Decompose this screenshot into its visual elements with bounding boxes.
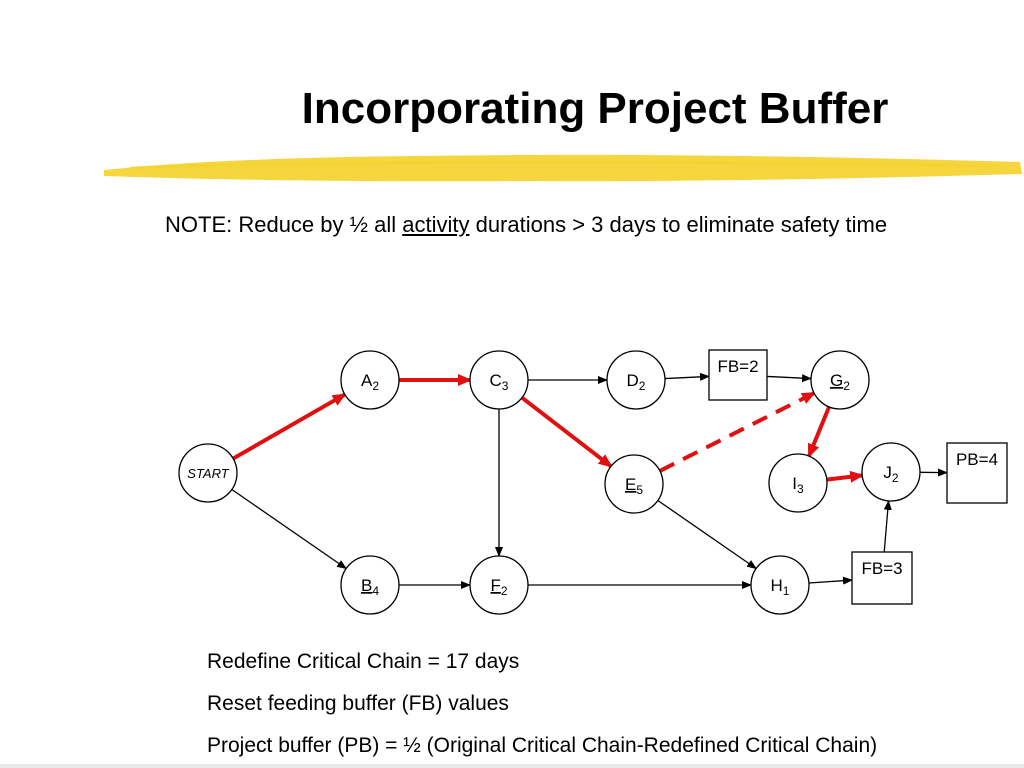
node-d-label: D2 xyxy=(627,371,646,393)
note-text: NOTE: Reduce by ½ all activity durations… xyxy=(165,212,887,238)
note-suffix: durations > 3 days to eliminate safety t… xyxy=(469,212,888,237)
edge-e-to-h xyxy=(657,499,757,570)
node-i: I3 xyxy=(768,453,828,513)
buffer-fb2: FB=3 xyxy=(851,551,913,605)
buffer-pb-label: PB=4 xyxy=(956,450,998,469)
edge-e-to-g xyxy=(658,391,816,473)
node-e-label: E5 xyxy=(625,475,643,497)
edge-h-to-fb2 xyxy=(808,576,853,585)
node-d: D2 xyxy=(606,350,666,410)
bullet-project-buffer: Project buffer (PB) = ½ (Original Critic… xyxy=(207,734,878,757)
node-c: C3 xyxy=(469,350,529,410)
node-i-label: I3 xyxy=(792,474,804,496)
buffer-fb1: FB=2 xyxy=(708,349,768,401)
buffer-fb1-label: FB=2 xyxy=(717,357,758,376)
node-e: E5 xyxy=(604,454,664,514)
node-g-label: G2 xyxy=(830,371,850,393)
node-b-label: B4 xyxy=(361,576,379,598)
node-j-label: J2 xyxy=(883,463,899,485)
edge-start-to-b xyxy=(231,488,347,570)
buffer-fb2-label: FB=3 xyxy=(861,559,902,578)
node-start-label: START xyxy=(187,466,229,481)
node-j: J2 xyxy=(861,442,921,502)
edge-start-to-a xyxy=(232,392,347,461)
bullet-feeding-buffer: Reset feeding buffer (FB) values xyxy=(207,692,509,715)
edge-c-to-e xyxy=(520,396,613,468)
node-h-label: H1 xyxy=(771,576,790,598)
edge-fb1-to-g xyxy=(766,374,813,383)
bullet-critical-chain: Redefine Critical Chain = 17 days xyxy=(207,650,520,673)
node-g: G2 xyxy=(810,350,870,410)
node-f: F2 xyxy=(469,555,529,615)
edge-d-to-fb1 xyxy=(664,372,710,381)
note-prefix: NOTE: Reduce by ½ all xyxy=(165,212,403,237)
node-start: START xyxy=(178,443,238,503)
node-b: B4 xyxy=(340,555,400,615)
node-a-label: A2 xyxy=(361,371,379,393)
buffer-pb: PB=4 xyxy=(946,442,1008,504)
node-a: A2 xyxy=(340,350,400,410)
bottom-rule xyxy=(0,764,1024,768)
node-f-label: F2 xyxy=(490,576,507,598)
highlighter-stroke xyxy=(104,154,1022,182)
node-h: H1 xyxy=(750,555,810,615)
slide-title: Incorporating Project Buffer xyxy=(301,84,889,133)
edge-g-to-i xyxy=(807,406,831,458)
edge-i-to-j xyxy=(826,470,865,483)
note-underlined-word: activity xyxy=(402,212,470,237)
node-c-label: C3 xyxy=(490,371,509,393)
edge-fb2-to-j xyxy=(883,499,892,553)
